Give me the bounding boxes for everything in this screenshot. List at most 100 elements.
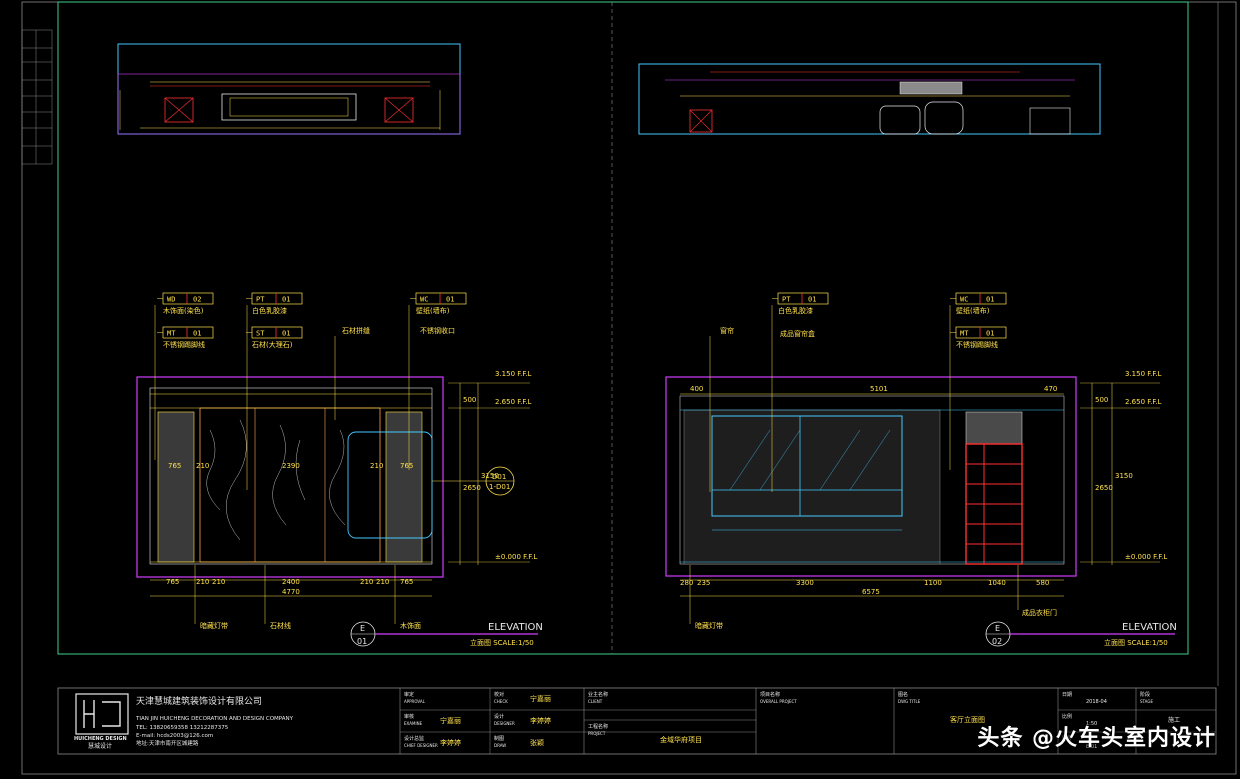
company-address: 地址:天津市南开区城建路 [136,739,199,747]
item-sub: OVERALL PROJECT [760,699,797,704]
logo-text: HUICHENG DESIGN [74,736,127,742]
tag-description: 白色乳胶漆 [252,306,287,315]
project-label: 工程名称 [588,723,608,730]
dwg-value: 客厅立面图 [950,715,985,724]
stage-sub: STAGE [1140,699,1153,704]
dwg-sub: DWG TITLE [898,699,921,704]
tag-description: 木饰面(染色) [163,306,204,315]
right-elevation [665,305,1175,647]
right-dim-bot-4: 1100 [924,579,942,587]
right-wall-outline [665,376,1077,577]
company-email: E-mail: hcds2003@126.com [136,733,213,739]
left-level-2: 2.650 F.F.L [495,398,532,406]
left-dim-top-4: 210 [370,462,383,470]
left-note-stone: 石材拼缝 [342,326,370,335]
left-label-bottom: 01 [357,637,367,646]
cell-label: 设计总监 [404,735,424,742]
project-sub: PROJECT [588,731,606,736]
right-dim-bot-5: 1040 [988,579,1006,587]
date-value: 2018-04 [1086,699,1107,705]
inner-border [57,1,1189,655]
tag-code: MT [960,330,969,338]
right-text: 窗帘 成品窗帘盒 3.150 F.F.L 2.650 F.F.L ±0.000 … [680,326,1177,647]
right-level-2: 2.650 F.F.L [1125,398,1162,406]
tag-code: WD [167,296,175,304]
right-level-1: 3.150 F.F.L [1125,370,1162,378]
tag-number: 01 [808,296,816,304]
cell-sub: CHECK [494,699,508,704]
client-label: 业主名称 [588,691,608,698]
company-tel: TEL: 13820659358 13212287375 [135,725,229,731]
tag-code: PT [782,296,791,304]
title-block-fields: 业主名称 CLIENT 工程名称 PROJECT 金域华府项目 项目名称 OVE… [588,691,1180,750]
tag-number: 01 [986,330,994,338]
left-tag-st-01: ST 01 石材(大理石) [246,326,303,349]
tag-description: 不锈钢踢脚线 [163,340,205,349]
tag-number: 01 [282,330,290,338]
cell-sub: DRAW [494,743,506,748]
scale-label: 比例 [1062,713,1072,720]
tag-code: MT [167,330,176,338]
tag-code: PT [256,296,265,304]
right-label-bottom: 02 [992,637,1002,646]
cell-value: 李婷婷 [440,738,461,747]
right-dim-top-3: 470 [1044,385,1057,393]
sheet-label: 图号 [1062,736,1072,742]
cell-value: 宁嘉丽 [530,694,551,703]
right-bottom-note-1: 暗藏灯带 [695,621,723,630]
left-dim-top-3: 2390 [282,462,300,470]
right-h-2: 2650 [1095,484,1113,492]
right-total: 6575 [862,588,880,596]
left-label-top: E [360,624,365,633]
left-elevation [136,305,538,647]
left-h-1: 500 [463,396,476,404]
left-h-3: 3150 [481,472,499,480]
left-dim-bot-3: 210 [212,578,225,586]
left-dim-top-1: 765 [168,462,181,470]
left-level-1: 3.150 F.F.L [495,370,532,378]
right-plan-view [638,63,1101,135]
tag-description: 石材(大理石) [252,340,293,349]
sheet-value: E-01 [1086,744,1097,750]
project-value: 金域华府项目 [660,735,702,744]
item-label: 项目名称 [760,691,780,698]
left-dim-bot-6: 210 [376,578,389,586]
left-dim-bot-2: 210 [196,578,209,586]
right-label-top: E [995,624,1000,633]
right-dim-bot-3: 3300 [796,579,814,587]
client-sub: CLIENT [588,699,603,704]
tag-number: 01 [282,296,290,304]
left-text: 石材拼缝 不锈钢收口 3.150 F.F.L 2.650 F.F.L ±0.00… [166,326,543,647]
right-dim-bot-1: 280 [680,579,693,587]
left-dim-bot-7: 765 [400,578,413,586]
tag-code: ST [256,330,265,338]
tag-number: 01 [986,296,994,304]
company-logo-mark [75,693,129,735]
left-dim-top-2: 210 [196,462,209,470]
left-bottom-note-3: 木饰面 [400,621,421,630]
company-name-en: TIAN JIN HUICHENG DECORATION AND DESIGN … [135,716,294,722]
right-note-window: 成品窗帘盒 [780,329,815,338]
tag-code: WC [420,296,428,304]
watermark: 头条 @火车头室内设计 [977,726,1216,751]
left-dim-top-5: 765 [400,462,413,470]
cell-label: 校对 [494,691,504,698]
right-elevation-scale: 立面图 SCALE:1/50 [1104,638,1168,647]
left-dim-bot-4: 2400 [282,578,300,586]
cell-sub: CHIEF DESIGNER [404,743,438,748]
revision-strip [21,29,53,165]
cell-label: 制图 [494,735,504,742]
cell-sub: APPROVAL [404,699,426,704]
left-wall-outline [136,376,444,578]
dwg-label: 图名 [898,691,908,698]
left-elevation-title: ELEVATION [488,622,543,633]
right-h-1: 500 [1095,396,1108,404]
right-bottom-note-2: 成品衣柜门 [1022,608,1057,617]
